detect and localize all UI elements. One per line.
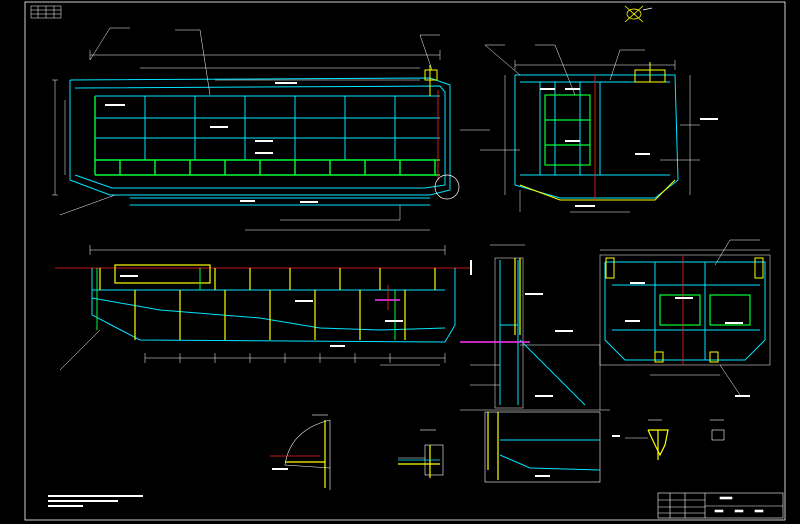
notes-block — [48, 495, 143, 507]
side-elevation-view — [52, 27, 490, 231]
detail-1-view — [270, 414, 331, 490]
section-a-view — [460, 244, 610, 411]
detail-3-view — [484, 411, 620, 483]
corner-grid — [30, 5, 62, 19]
detail-4-view — [625, 419, 725, 460]
lower-elevation-view — [55, 245, 472, 371]
plan-section-view — [599, 239, 771, 397]
sheet-border — [24, 1, 786, 521]
compass-icon — [624, 5, 653, 23]
end-section-view — [480, 44, 718, 213]
detail-2-view — [398, 429, 444, 478]
title-block — [657, 492, 784, 519]
